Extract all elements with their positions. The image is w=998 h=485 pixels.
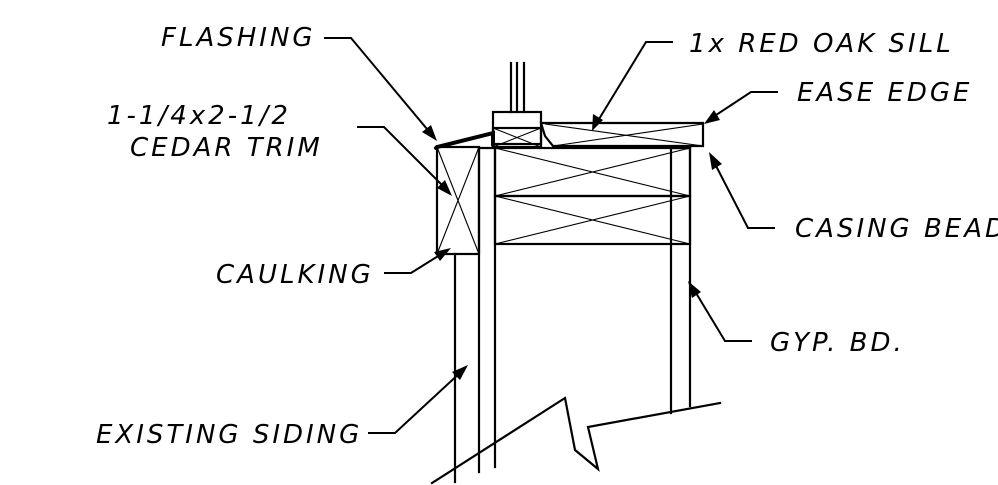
arrow-caulking [434, 248, 451, 261]
leader-gyp-bd [692, 287, 752, 342]
leader-ease-edge [709, 91, 778, 120]
leader-flashing [324, 37, 433, 136]
arrow-cedar-trim [437, 180, 452, 196]
label-ease-edge: EASE EDGE [797, 78, 972, 108]
label-caulking: CAULKING [216, 260, 374, 290]
label-existing-siding: EXISTING SIDING [96, 420, 362, 450]
label-cedar-trim-line2: CEDAR TRIM [130, 133, 323, 163]
leaders [324, 37, 778, 434]
label-gyp-bd: GYP. BD. [770, 328, 905, 358]
labels: FLASHING 1-1/4x2-1/2 CEDAR TRIM CAULKING… [96, 23, 998, 450]
cedar-trim-cross-b [436, 146, 480, 255]
sill-block [491, 126, 543, 149]
break-line [430, 396, 722, 485]
leader-casing-bead [712, 159, 775, 229]
red-oak-sill [539, 121, 705, 148]
leader-caulking [384, 252, 444, 274]
cedar-trim-rect [435, 145, 481, 256]
sill-blocking [477, 146, 692, 246]
blocking-bottom-cross-b [494, 195, 691, 245]
leader-cedar-trim [357, 126, 448, 191]
leader-existing-siding [368, 370, 463, 434]
blocking-top-cross-b [494, 147, 691, 197]
arrow-sill [592, 114, 603, 131]
blocking-bottom [493, 194, 692, 246]
red-oak-sill-cross-b [552, 123, 704, 147]
leader-sill [595, 41, 673, 125]
red-oak-sill-cross-a [544, 123, 704, 147]
sill-block-cross-b [492, 127, 542, 148]
flashing-line [434, 130, 495, 150]
label-cedar-trim-line1: 1-1/4x2-1/2 [107, 101, 291, 131]
arrow-casing-bead [709, 152, 722, 170]
arrow-gyp-bd [688, 281, 701, 298]
cedar-trim [435, 145, 481, 256]
wall-section [430, 146, 722, 485]
arrow-existing-siding [452, 365, 468, 380]
label-flashing: FLASHING [161, 23, 316, 53]
arrow-flashing [422, 125, 437, 141]
arrow-ease-edge [704, 110, 720, 124]
window-sill [491, 61, 705, 150]
label-sill: 1x RED OAK SILL [689, 29, 954, 59]
label-casing-bead: CASING BEAD [795, 214, 998, 244]
